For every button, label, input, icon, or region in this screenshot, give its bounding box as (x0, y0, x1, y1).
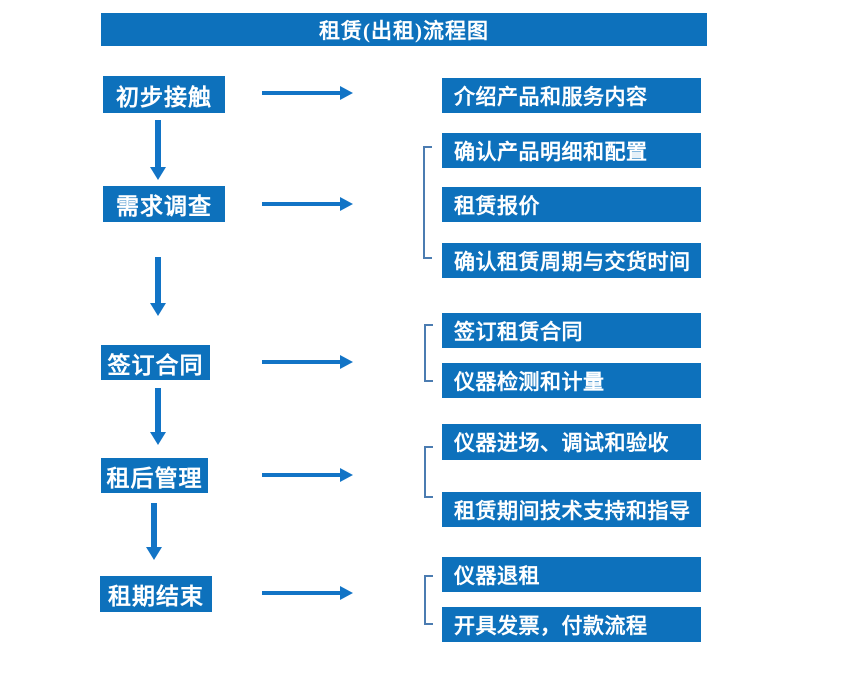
stage-box-post-rental-management: 租后管理 (101, 458, 208, 493)
down-arrow-3 (150, 388, 166, 445)
arrow-head-icon (150, 303, 166, 316)
right-arrow-post-rental-management (262, 468, 353, 482)
arrow-shaft (262, 473, 341, 477)
arrow-head-icon (150, 167, 166, 180)
stage-label: 签订合同 (107, 352, 204, 378)
bracket-demand-survey-group (423, 146, 432, 259)
bracket-post-rental-group (424, 446, 433, 498)
detail-label: 仪器进场、调试和验收 (454, 431, 669, 455)
detail-label: 确认产品明细和配置 (454, 139, 648, 164)
arrow-shaft (262, 591, 341, 595)
detail-label: 仪器退租 (454, 563, 540, 588)
arrow-head-icon (150, 432, 166, 445)
stage-box-demand-survey: 需求调查 (103, 186, 225, 222)
arrow-shaft (155, 257, 161, 304)
stage-box-initial-contact: 初步接触 (103, 76, 225, 113)
stage-label: 初步接触 (116, 84, 212, 110)
detail-label: 签订租赁合同 (454, 319, 583, 344)
detail-box-confirm-period-delivery: 确认租赁周期与交货时间 (442, 243, 701, 278)
detail-box-intro-products-services: 介绍产品和服务内容 (442, 78, 701, 113)
right-arrow-initial-contact (262, 86, 353, 100)
right-arrow-rental-end (262, 586, 353, 600)
detail-box-instrument-return: 仪器退租 (442, 557, 701, 592)
stage-box-sign-contract: 签订合同 (101, 345, 210, 380)
detail-label: 租赁报价 (454, 193, 540, 218)
down-arrow-2 (150, 257, 166, 316)
arrow-head-icon (146, 547, 162, 560)
arrow-shaft (151, 503, 157, 548)
down-arrow-4 (146, 503, 162, 560)
stage-label: 租期结束 (108, 584, 204, 609)
arrow-head-icon (340, 86, 353, 100)
right-arrow-demand-survey (262, 197, 353, 211)
bracket-rental-end-group (424, 575, 433, 625)
arrow-shaft (262, 360, 341, 364)
right-arrow-sign-contract (262, 355, 353, 369)
stage-box-rental-end: 租期结束 (100, 576, 212, 612)
arrow-shaft (155, 120, 161, 168)
detail-label: 介绍产品和服务内容 (454, 84, 648, 109)
arrow-shaft (262, 202, 341, 206)
arrow-head-icon (340, 586, 353, 600)
arrow-head-icon (340, 197, 353, 211)
diagram-title-banner: 租赁(出租)流程图 (101, 13, 707, 46)
diagram-title: 租赁(出租)流程图 (319, 18, 489, 43)
arrow-shaft (262, 91, 341, 95)
detail-label: 确认租赁周期与交货时间 (454, 249, 691, 274)
arrow-head-icon (340, 355, 353, 369)
detail-box-rental-quote: 租赁报价 (442, 187, 701, 222)
detail-box-confirm-product-config: 确认产品明细和配置 (442, 133, 701, 168)
stage-label: 租后管理 (106, 465, 203, 491)
arrow-head-icon (340, 468, 353, 482)
down-arrow-1 (150, 120, 166, 180)
stage-label: 需求调查 (116, 194, 212, 219)
detail-label: 开具发票，付款流程 (454, 613, 648, 638)
detail-box-invoice-payment: 开具发票，付款流程 (442, 607, 701, 642)
detail-box-tech-support: 租赁期间技术支持和指导 (442, 492, 701, 527)
detail-box-sign-rental-contract: 签订租赁合同 (442, 313, 701, 348)
detail-label: 租赁期间技术支持和指导 (454, 498, 691, 523)
bracket-sign-contract-group (424, 324, 433, 382)
detail-box-instrument-setup-acceptance: 仪器进场、调试和验收 (442, 424, 701, 460)
arrow-shaft (155, 388, 161, 433)
detail-label: 仪器检测和计量 (454, 369, 605, 394)
detail-box-instrument-inspection: 仪器检测和计量 (442, 363, 701, 398)
